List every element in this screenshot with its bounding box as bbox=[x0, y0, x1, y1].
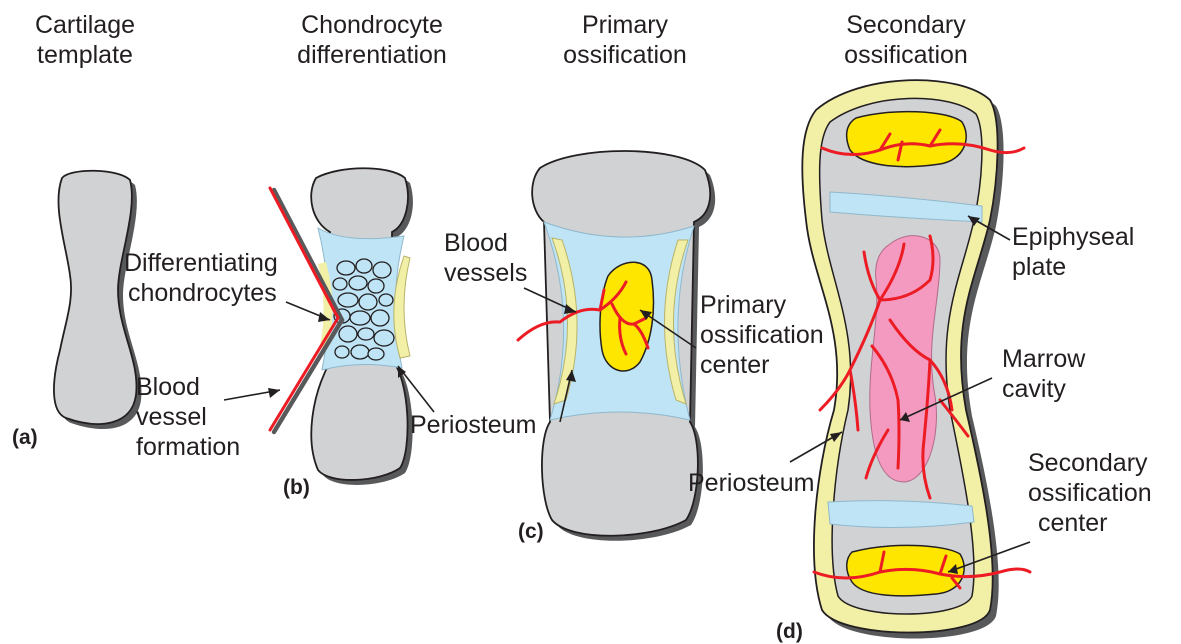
chondrocyte-figure bbox=[270, 168, 413, 485]
epiphyseal-plate-bottom bbox=[828, 501, 974, 528]
label-periosteum-b: Periosteum bbox=[410, 410, 536, 440]
label-secondary-ossification-center: Secondary ossification center bbox=[1028, 448, 1152, 538]
label-differentiating-chondrocytes: Differentiating chondrocytes bbox=[124, 248, 278, 308]
primary-ossification-figure bbox=[518, 151, 715, 541]
panel-label-c: (c) bbox=[518, 520, 544, 544]
label-blood-vessels: Blood vessels bbox=[444, 228, 527, 288]
label-blood-vessel-formation: Blood vessel formation bbox=[136, 372, 240, 462]
label-marrow-cavity: Marrow cavity bbox=[1002, 344, 1085, 404]
label-periosteum-d: Periosteum bbox=[688, 468, 814, 498]
panel-label-b: (b) bbox=[283, 476, 310, 500]
stage-a-title: Cartilage template bbox=[35, 10, 135, 70]
secondary-ossification-center-top bbox=[847, 112, 967, 167]
panel-label-d: (d) bbox=[776, 620, 803, 644]
label-primary-ossification-center: Primary ossification center bbox=[700, 290, 824, 380]
label-epiphyseal-plate: Epiphyseal plate bbox=[1012, 222, 1134, 282]
stage-b-title: Chondrocyte differentiation bbox=[297, 10, 447, 70]
stage-d-title: Secondary ossification bbox=[844, 10, 968, 70]
panel-label-a: (a) bbox=[12, 426, 38, 450]
stage-c-title: Primary ossification bbox=[563, 10, 687, 70]
